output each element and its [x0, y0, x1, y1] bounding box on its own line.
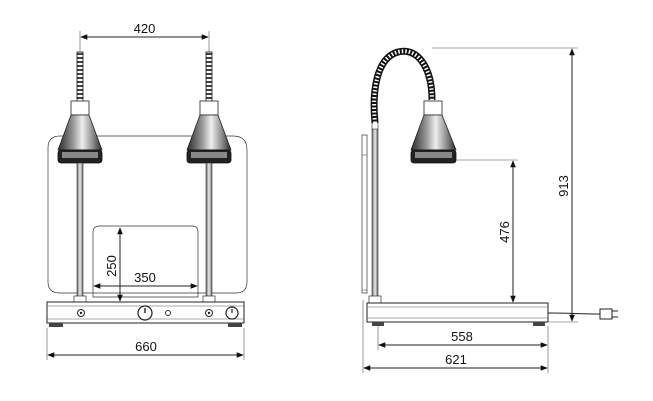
indicator-light-icon — [165, 310, 171, 316]
side-base — [366, 302, 549, 326]
side-back-panel — [361, 134, 368, 294]
dim-total-height: 913 — [432, 47, 578, 323]
dim-inner-height-label: 250 — [104, 255, 119, 277]
dim-inner-height: 250 — [104, 227, 123, 302]
front-right-lamp — [186, 100, 232, 164]
side-lamp — [410, 100, 457, 164]
dim-base-width-label: 660 — [135, 339, 157, 354]
front-right-pole — [205, 162, 213, 300]
side-pole — [371, 127, 379, 300]
dim-lamp-height: 476 — [456, 159, 518, 303]
dim-lamp-spacing: 420 — [79, 21, 210, 52]
dim-base-width: 660 — [46, 328, 245, 360]
front-right-cable — [205, 51, 213, 103]
front-left-cable — [76, 51, 84, 103]
dim-inner-width: 350 — [93, 270, 198, 289]
dim-lamp-height-label: 476 — [497, 221, 512, 243]
side-view: 913 476 558 621 — [361, 47, 618, 373]
dim-base-depth: 621 — [362, 300, 549, 373]
dim-inner-depth-label: 558 — [451, 329, 473, 344]
front-left-pole — [76, 162, 84, 300]
dim-inner-depth: 558 — [377, 326, 549, 350]
front-inner-opening — [92, 225, 199, 298]
side-gooseneck — [370, 47, 436, 124]
front-left-lamp — [57, 100, 103, 164]
front-base — [46, 301, 245, 327]
plug-icon — [599, 308, 613, 320]
front-back-panel — [47, 135, 248, 294]
dim-lamp-spacing-label: 420 — [134, 21, 156, 36]
power-cord — [547, 308, 618, 320]
dim-inner-width-label: 350 — [134, 270, 156, 285]
dim-total-height-label: 913 — [556, 175, 571, 197]
dim-base-depth-label: 621 — [445, 352, 467, 367]
front-view: 420 250 350 660 — [46, 21, 248, 360]
